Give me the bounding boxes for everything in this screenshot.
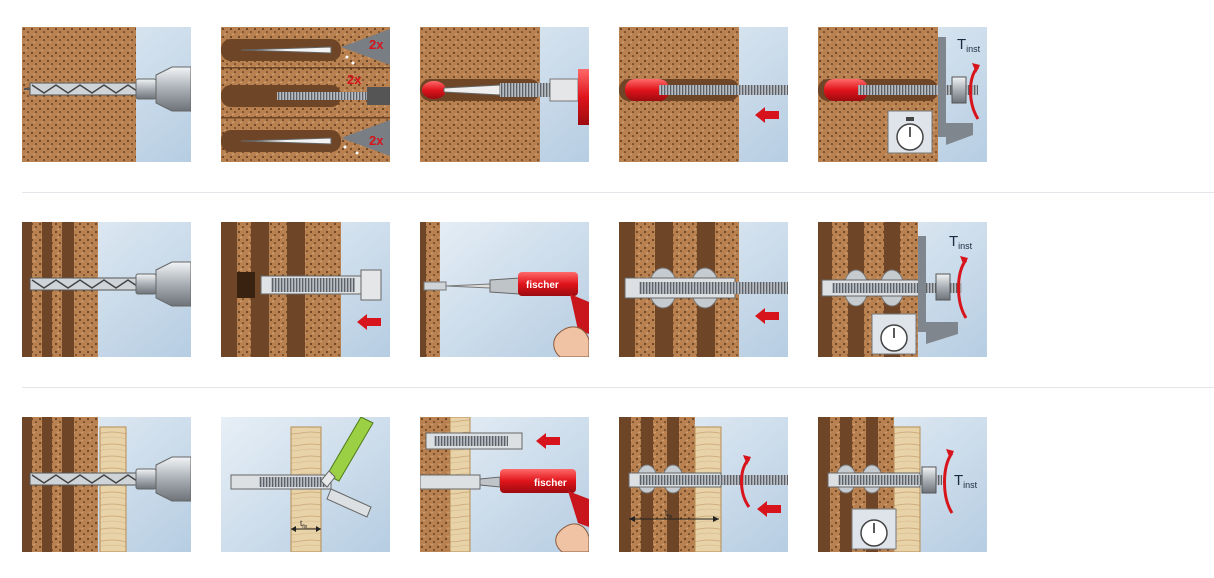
repeat-label: 2x: [347, 72, 362, 87]
thickness-label: tfix: [300, 519, 308, 530]
insert-illustration: tfix: [619, 417, 788, 552]
tighten-illustration: Tinst: [818, 27, 987, 162]
insert-illustration: [619, 27, 788, 162]
step-tighten-through: Tinst: [818, 417, 987, 552]
step-drill-concrete: [22, 27, 191, 162]
step-tighten-brick: Tinst: [818, 222, 987, 357]
push-arrow-icon: [536, 433, 560, 449]
insert-illustration: [619, 222, 788, 357]
tighten-illustration: Tinst: [818, 417, 987, 552]
row-divider: [22, 387, 1214, 388]
step-clean-borehole: 2x 2x 2x: [221, 27, 390, 162]
step-insert-rod: [619, 27, 788, 162]
torque-label: Tinst: [949, 233, 973, 251]
repeat-label: 2x: [369, 133, 384, 148]
rotate-arrow-icon: [743, 455, 751, 465]
torque-label: Tinst: [957, 36, 981, 54]
drill-illustration: [22, 417, 191, 552]
push-arrow-icon: [757, 501, 781, 517]
step-insert-rod-through: tfix: [619, 417, 788, 552]
torque-label: Tinst: [954, 472, 978, 490]
rotate-arrow-icon: [972, 63, 980, 73]
push-arrow-icon: [755, 107, 779, 123]
inject-gun-illustration: fischer: [420, 222, 589, 357]
drill-illustration: [22, 222, 191, 357]
clean-illustration: 2x 2x 2x: [221, 27, 390, 162]
step-cut-sleeve: tfix: [221, 417, 390, 552]
row-hollow-brick: fischer: [0, 222, 1214, 357]
sleeve-illustration: [221, 222, 390, 357]
step-insert-rod-brick: [619, 222, 788, 357]
push-arrow-icon: [357, 314, 381, 330]
brand-label: fischer: [534, 478, 567, 489]
repeat-label: 2x: [369, 37, 384, 52]
step-drill-brick: [22, 222, 191, 357]
rotate-arrow-icon: [946, 449, 954, 459]
inject-gun-illustration: fischer: [420, 417, 589, 552]
step-inject-mortar-gun: fischer: [420, 222, 589, 357]
tighten-illustration: Tinst: [818, 222, 987, 357]
cut-sleeve-illustration: tfix: [221, 417, 390, 552]
step-inject-mortar: [420, 27, 589, 162]
step-insert-sleeve: [221, 222, 390, 357]
push-arrow-icon: [755, 308, 779, 324]
step-drill-through: [22, 417, 191, 552]
row-solid-concrete: 2x 2x 2x: [0, 27, 1214, 162]
row-divider: [22, 192, 1214, 193]
step-inject-through: fischer: [420, 417, 589, 552]
step-tighten: Tinst: [818, 27, 987, 162]
rotate-arrow-icon: [960, 256, 968, 266]
inject-illustration: [420, 27, 589, 162]
row-through-fixing: tfix fischer: [0, 417, 1214, 552]
thickness-label: tfix: [665, 509, 673, 520]
brand-label: fischer: [526, 280, 559, 291]
drill-illustration: [22, 27, 191, 162]
